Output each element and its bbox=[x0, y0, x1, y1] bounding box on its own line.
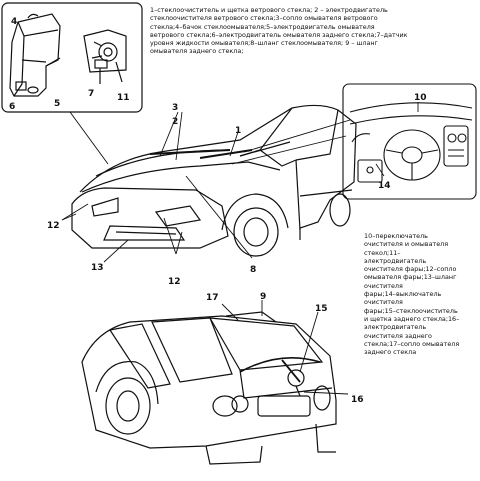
rear-car-drawing bbox=[81, 311, 337, 465]
callout-6: 6 bbox=[9, 102, 15, 112]
callout-12-lower: 12 bbox=[168, 277, 181, 287]
callout-3: 3 bbox=[172, 103, 178, 113]
inset-washer-reservoir bbox=[1, 2, 143, 113]
callout-10: 10 bbox=[414, 93, 427, 103]
callout-1: 1 bbox=[235, 126, 241, 136]
inset-dashboard bbox=[342, 83, 477, 200]
callout-12-front: 12 bbox=[47, 221, 60, 231]
callout-2: 2 bbox=[172, 117, 178, 127]
callout-5: 5 bbox=[54, 99, 60, 109]
callout-13: 13 bbox=[91, 263, 104, 273]
callout-8: 8 bbox=[250, 265, 256, 275]
leader-lines bbox=[61, 102, 419, 395]
legend-right: 10–переключатель очистителя и омывателя … bbox=[364, 232, 460, 357]
callout-9: 9 bbox=[260, 292, 266, 302]
callout-11: 11 bbox=[117, 93, 130, 103]
callout-7: 7 bbox=[88, 89, 94, 99]
callout-17: 17 bbox=[206, 293, 219, 303]
callout-numbers: 4 6 5 7 11 3 2 1 12 13 12 8 10 14 17 9 1… bbox=[9, 17, 427, 405]
legend-top: 1–стеклоочиститель и щетка ветрового сте… bbox=[150, 6, 408, 56]
callout-16: 16 bbox=[351, 395, 364, 405]
callout-14: 14 bbox=[378, 181, 391, 191]
front-car-drawing bbox=[71, 104, 357, 257]
callout-4: 4 bbox=[11, 17, 17, 27]
callout-15: 15 bbox=[315, 304, 328, 314]
